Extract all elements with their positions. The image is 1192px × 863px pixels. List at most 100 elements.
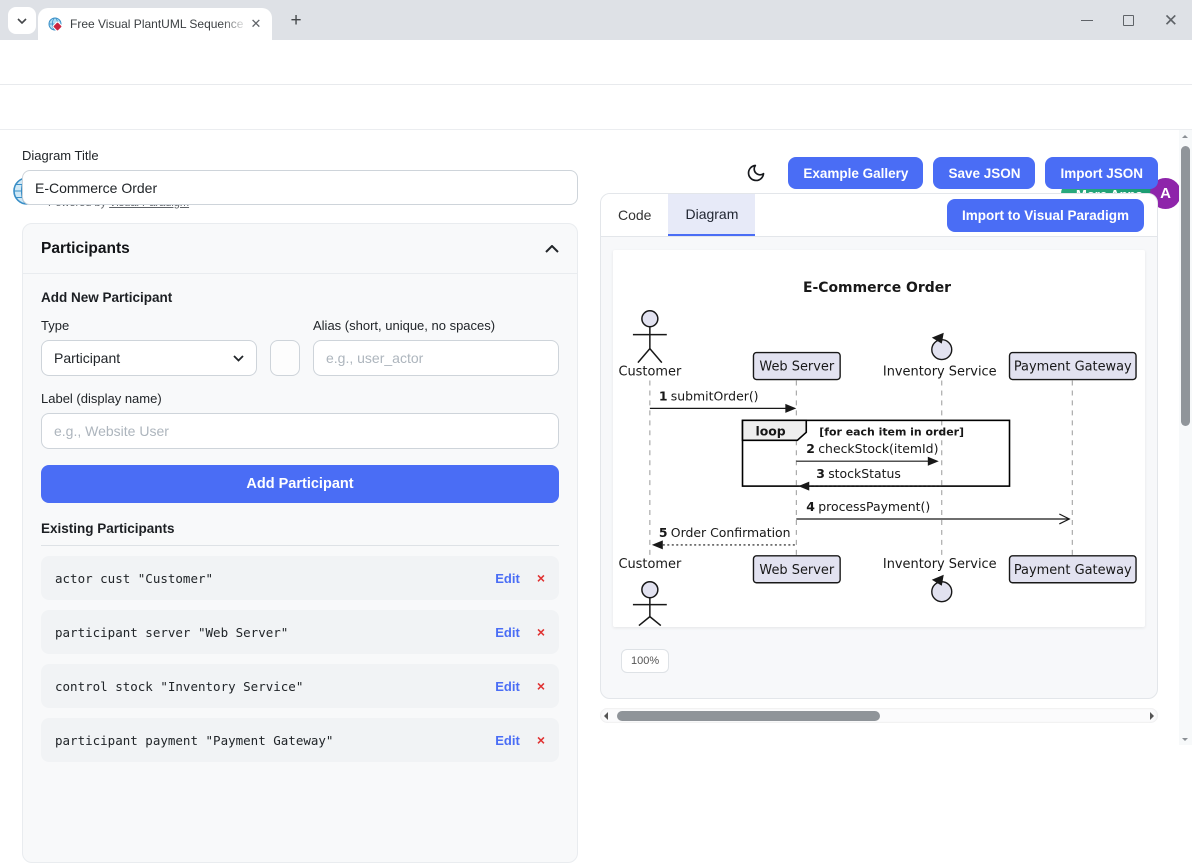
- participant-label: Inventory Service: [883, 365, 997, 380]
- diagram-canvas[interactable]: E-Commerce Order Customer Web Server: [613, 250, 1145, 627]
- window-minimize-icon[interactable]: [1080, 19, 1093, 21]
- message-text: Order Confirmation: [671, 525, 791, 540]
- delete-participant-icon[interactable]: ×: [536, 570, 545, 586]
- message-number: 5: [659, 525, 668, 540]
- chevron-up-icon[interactable]: [545, 245, 559, 253]
- delete-participant-icon[interactable]: ×: [536, 624, 545, 640]
- delete-participant-icon[interactable]: ×: [536, 732, 545, 748]
- import-json-button[interactable]: Import JSON: [1045, 157, 1158, 189]
- loop-guard: [for each item in order]: [819, 425, 964, 438]
- message-arrow: [796, 456, 939, 466]
- type-select[interactable]: Participant: [41, 340, 257, 376]
- participant-row: participant payment "Payment Gateway" Ed…: [41, 718, 559, 762]
- message-number: 4: [806, 499, 815, 514]
- tab-title: Free Visual PlantUML Sequence: [70, 17, 244, 31]
- scroll-down-arrow[interactable]: [1182, 738, 1188, 741]
- preview-panel: Example Gallery Save JSON Import JSON Co…: [600, 130, 1158, 723]
- participant-code: participant payment "Payment Gateway": [55, 732, 334, 748]
- site-favicon: [48, 17, 63, 31]
- delete-participant-icon[interactable]: ×: [536, 678, 545, 694]
- browser-tab[interactable]: Free Visual PlantUML Sequence ✕: [38, 8, 272, 40]
- browser-toolbar: ← → ↻ ai-toolbox.visual-paradigm.com/app…: [0, 40, 1192, 118]
- participant-row: control stock "Inventory Service" Edit ×: [41, 664, 559, 708]
- actions-row: Example Gallery Save JSON Import JSON: [600, 157, 1158, 189]
- message-number: 1: [659, 388, 668, 403]
- message-text: stockStatus: [828, 466, 901, 481]
- scroll-up-arrow[interactable]: [1182, 135, 1188, 138]
- save-json-button[interactable]: Save JSON: [933, 157, 1036, 189]
- participant-label: Inventory Service: [883, 557, 997, 572]
- participant-label: Payment Gateway: [1014, 563, 1132, 578]
- message-text: checkStock(itemId): [818, 441, 938, 456]
- participant-label: Customer: [618, 365, 682, 380]
- add-participant-heading: Add New Participant: [41, 290, 173, 305]
- participant-box: [1008, 351, 1137, 381]
- message-number: 2: [806, 441, 815, 456]
- tab-code[interactable]: Code: [618, 207, 652, 223]
- loop-label-pentagon: [741, 419, 808, 442]
- display-name-input[interactable]: [41, 413, 559, 449]
- alias-label: Alias (short, unique, no spaces): [313, 318, 496, 333]
- actor-customer-top: [632, 310, 667, 364]
- window-close-icon[interactable]: ✕: [1163, 10, 1178, 30]
- add-participant-button[interactable]: Add Participant: [41, 465, 559, 503]
- message-arrow: [649, 403, 797, 413]
- message-text: processPayment(): [818, 499, 930, 514]
- scroll-right-arrow[interactable]: [1150, 712, 1154, 720]
- vertical-scroll-thumb[interactable]: [1181, 146, 1190, 426]
- tab-diagram[interactable]: Diagram: [668, 194, 756, 236]
- participant-color-box[interactable]: [270, 340, 300, 376]
- chevron-down-icon: [233, 354, 244, 362]
- editor-card: Code Diagram Import to Visual Paradigm E…: [600, 193, 1158, 699]
- participant-label: Web Server: [759, 563, 834, 578]
- edit-participant-button[interactable]: Edit: [495, 624, 520, 640]
- message-text: submitOrder(): [671, 388, 759, 403]
- participant-label: Payment Gateway: [1014, 360, 1132, 375]
- editor-tab-bar: Code Diagram Import to Visual Paradigm: [601, 194, 1157, 237]
- scroll-left-arrow[interactable]: [604, 712, 608, 720]
- tab-close-icon[interactable]: ✕: [250, 16, 262, 31]
- alias-input[interactable]: [313, 340, 559, 376]
- new-tab-button[interactable]: +: [290, 10, 302, 31]
- participants-title: Participants: [41, 240, 130, 257]
- participants-card-header[interactable]: Participants: [23, 224, 577, 274]
- control-icon-bottom: [931, 574, 953, 603]
- return-arrow: [798, 481, 942, 491]
- divider: [41, 545, 559, 546]
- builder-form-panel: Diagram Title Participants Add New Parti…: [22, 148, 578, 863]
- message-arrow-async: [796, 513, 1071, 525]
- chevron-down-icon: [17, 17, 27, 24]
- message-number: 3: [816, 466, 825, 481]
- participant-box: [752, 555, 841, 584]
- moon-icon: [748, 164, 765, 182]
- app-header: PlantUML Sequence Diagram Builder Powere…: [0, 85, 1192, 209]
- participant-row: actor cust "Customer" Edit ×: [41, 556, 559, 600]
- window-maximize-icon[interactable]: [1122, 14, 1134, 26]
- type-label: Type: [41, 318, 70, 333]
- import-to-visual-paradigm-button[interactable]: Import to Visual Paradigm: [946, 198, 1144, 232]
- participant-label: Customer: [618, 557, 682, 572]
- loop-label: loop: [755, 423, 785, 438]
- return-arrow: [651, 540, 797, 550]
- loop-fragment: [741, 419, 1011, 487]
- dark-mode-toggle[interactable]: [746, 163, 766, 183]
- edit-participant-button[interactable]: Edit: [495, 570, 520, 586]
- horizontal-scrollbar[interactable]: [600, 708, 1158, 723]
- edit-participant-button[interactable]: Edit: [495, 678, 520, 694]
- diagram-title-input[interactable]: [22, 170, 578, 205]
- browser-tab-strip: Free Visual PlantUML Sequence ✕ + ✕: [0, 0, 1192, 40]
- diagram-title-text: E-Commerce Order: [803, 280, 951, 296]
- sequence-diagram: E-Commerce Order Customer Web Server: [618, 280, 1137, 627]
- participant-box: [752, 351, 841, 381]
- vertical-scrollbar[interactable]: [1179, 130, 1192, 745]
- horizontal-scroll-thumb[interactable]: [617, 710, 880, 721]
- control-icon-top: [931, 332, 953, 361]
- display-name-label: Label (display name): [41, 391, 162, 406]
- participant-label: Web Server: [759, 360, 834, 375]
- participant-box: [1008, 555, 1137, 584]
- zoom-level-badge[interactable]: 100%: [621, 649, 670, 673]
- tab-search-button[interactable]: [8, 7, 36, 34]
- example-gallery-button[interactable]: Example Gallery: [788, 157, 924, 189]
- participants-card: Participants Add New Participant Type Pa…: [22, 223, 578, 863]
- edit-participant-button[interactable]: Edit: [495, 732, 520, 748]
